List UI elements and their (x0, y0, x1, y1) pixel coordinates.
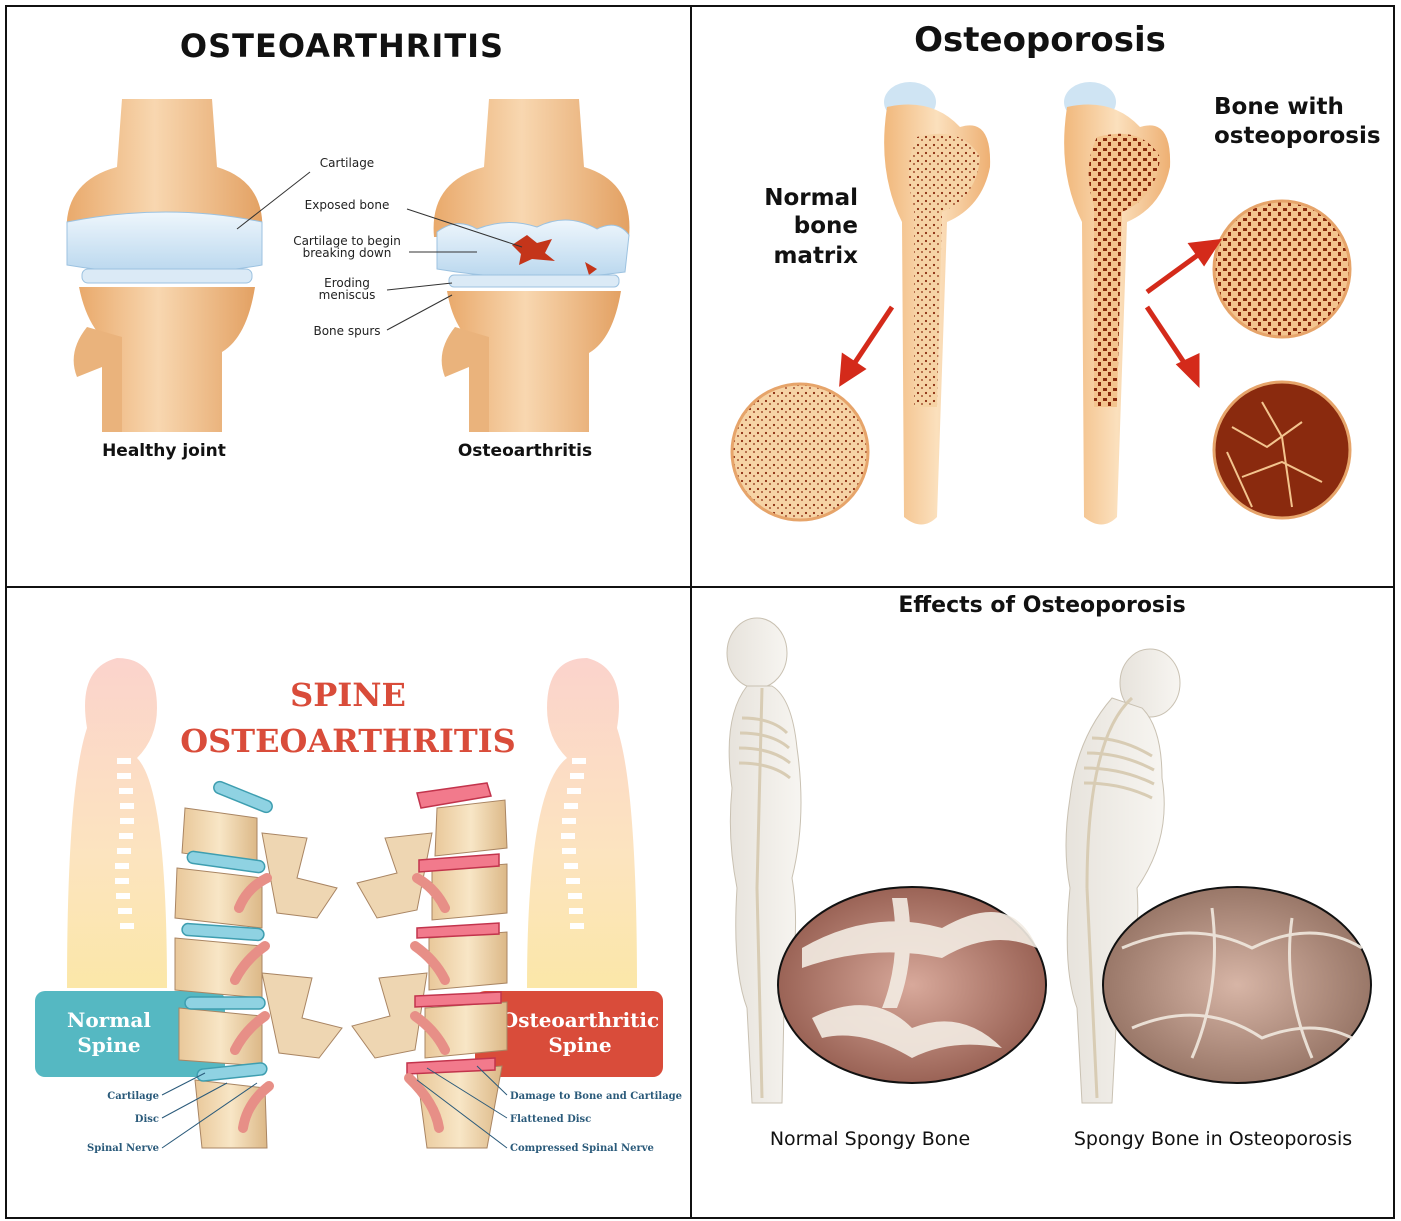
silhouette-right (527, 658, 637, 988)
label-spinal-nerve-left: Spinal Nerve (87, 1143, 159, 1154)
spine-title-2: OSTEOARTHRITIS (180, 722, 515, 760)
oa-title: OSTEOARTHRITIS (180, 27, 504, 65)
femur-osteoporotic (1064, 82, 1170, 525)
figure-upright (727, 618, 801, 1103)
porous-matrix-circle (1214, 201, 1350, 337)
label-disc-left: Disc (135, 1114, 159, 1125)
label-cartilage: Cartilage (320, 156, 374, 170)
label-compressed-nerve: Compressed Spinal Nerve (510, 1143, 654, 1154)
spine-title-1: SPINE (290, 676, 406, 714)
normal-spine-label-2: Spine (77, 1033, 140, 1057)
label-bone-with-1: Bone with (1214, 94, 1344, 120)
caption-normal-spongy-bone: Normal Spongy Bone (770, 1128, 970, 1150)
label-bone-with-2: osteoporosis (1214, 123, 1381, 149)
panel-osteoarthritis-knee: OSTEOARTHRITIS Cartilage Exposed bone Ca… (7, 7, 690, 586)
caption-osteoarthritis: Osteoarthritis (458, 441, 592, 461)
oa-spine-label-1: Osteoarthritic (501, 1008, 659, 1032)
label-cartilage-breaking-2: breaking down (303, 246, 392, 260)
knee-illustration: OSTEOARTHRITIS Cartilage Exposed bone Ca… (7, 7, 690, 586)
knee-labels: Cartilage Exposed bone Cartilage to begi… (293, 156, 401, 338)
osteoporosis-title: Osteoporosis (914, 20, 1166, 60)
panel-spine-osteoarthritis: SPINE OSTEOARTHRITIS Normal Spine Osteoa… (7, 588, 690, 1218)
label-exposed-bone: Exposed bone (305, 198, 390, 212)
normal-spine-label-1: Normal (67, 1008, 151, 1032)
label-normal-3: matrix (773, 243, 858, 269)
label-eroding-2: meniscus (319, 288, 376, 302)
oa-knee-drawing (434, 99, 630, 432)
silhouette-left (67, 658, 167, 988)
normal-vertebrae (175, 780, 342, 1148)
label-flattened-disc: Flattened Disc (510, 1114, 591, 1125)
spine-illustration: SPINE OSTEOARTHRITIS Normal Spine Osteoa… (7, 588, 690, 1218)
spine-labels: Cartilage Disc Spinal Nerve Damage to Bo… (87, 1091, 682, 1154)
severe-porous-circle (1214, 382, 1350, 518)
caption-spongy-bone-osteoporosis: Spongy Bone in Osteoporosis (1074, 1128, 1352, 1150)
label-normal-1: Normal (764, 185, 858, 211)
label-cartilage-left: Cartilage (107, 1091, 159, 1102)
arrows (842, 242, 1217, 382)
caption-healthy-joint: Healthy joint (102, 441, 226, 461)
label-normal-2: bone (794, 213, 858, 239)
oa-spine-label-2: Spine (548, 1033, 611, 1057)
normal-spongy-bone-magnified (778, 887, 1046, 1083)
panel-osteoporosis-bones: Osteoporosis (692, 7, 1394, 586)
osteoporosis-illustration: Osteoporosis (692, 7, 1394, 586)
healthy-knee-drawing (67, 99, 263, 432)
label-damage: Damage to Bone and Cartilage (510, 1091, 682, 1102)
oa-vertebrae (352, 783, 507, 1148)
effects-title: Effects of Osteoporosis (898, 593, 1185, 618)
panel-effects-of-osteoporosis: Effects of Osteoporosis (692, 588, 1394, 1218)
osteoporotic-spongy-bone-magnified (1103, 887, 1371, 1083)
effects-illustration: Effects of Osteoporosis (692, 588, 1394, 1218)
normal-matrix-circle (732, 384, 868, 520)
femur-normal (884, 82, 990, 525)
label-bone-spurs: Bone spurs (313, 324, 380, 338)
